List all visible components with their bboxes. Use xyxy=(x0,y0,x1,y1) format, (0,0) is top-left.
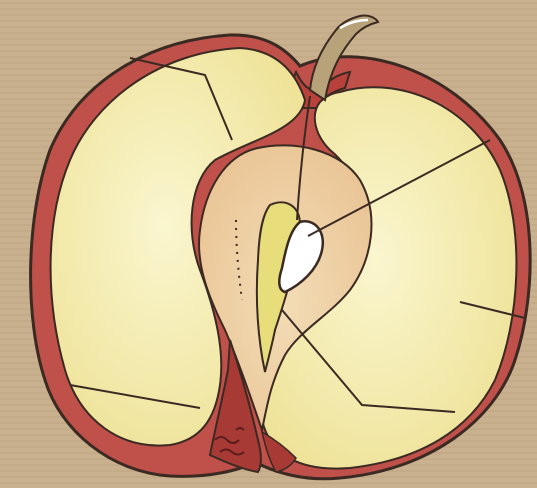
apple-diagram xyxy=(0,0,537,488)
apple-cross-section-illustration xyxy=(0,0,537,488)
